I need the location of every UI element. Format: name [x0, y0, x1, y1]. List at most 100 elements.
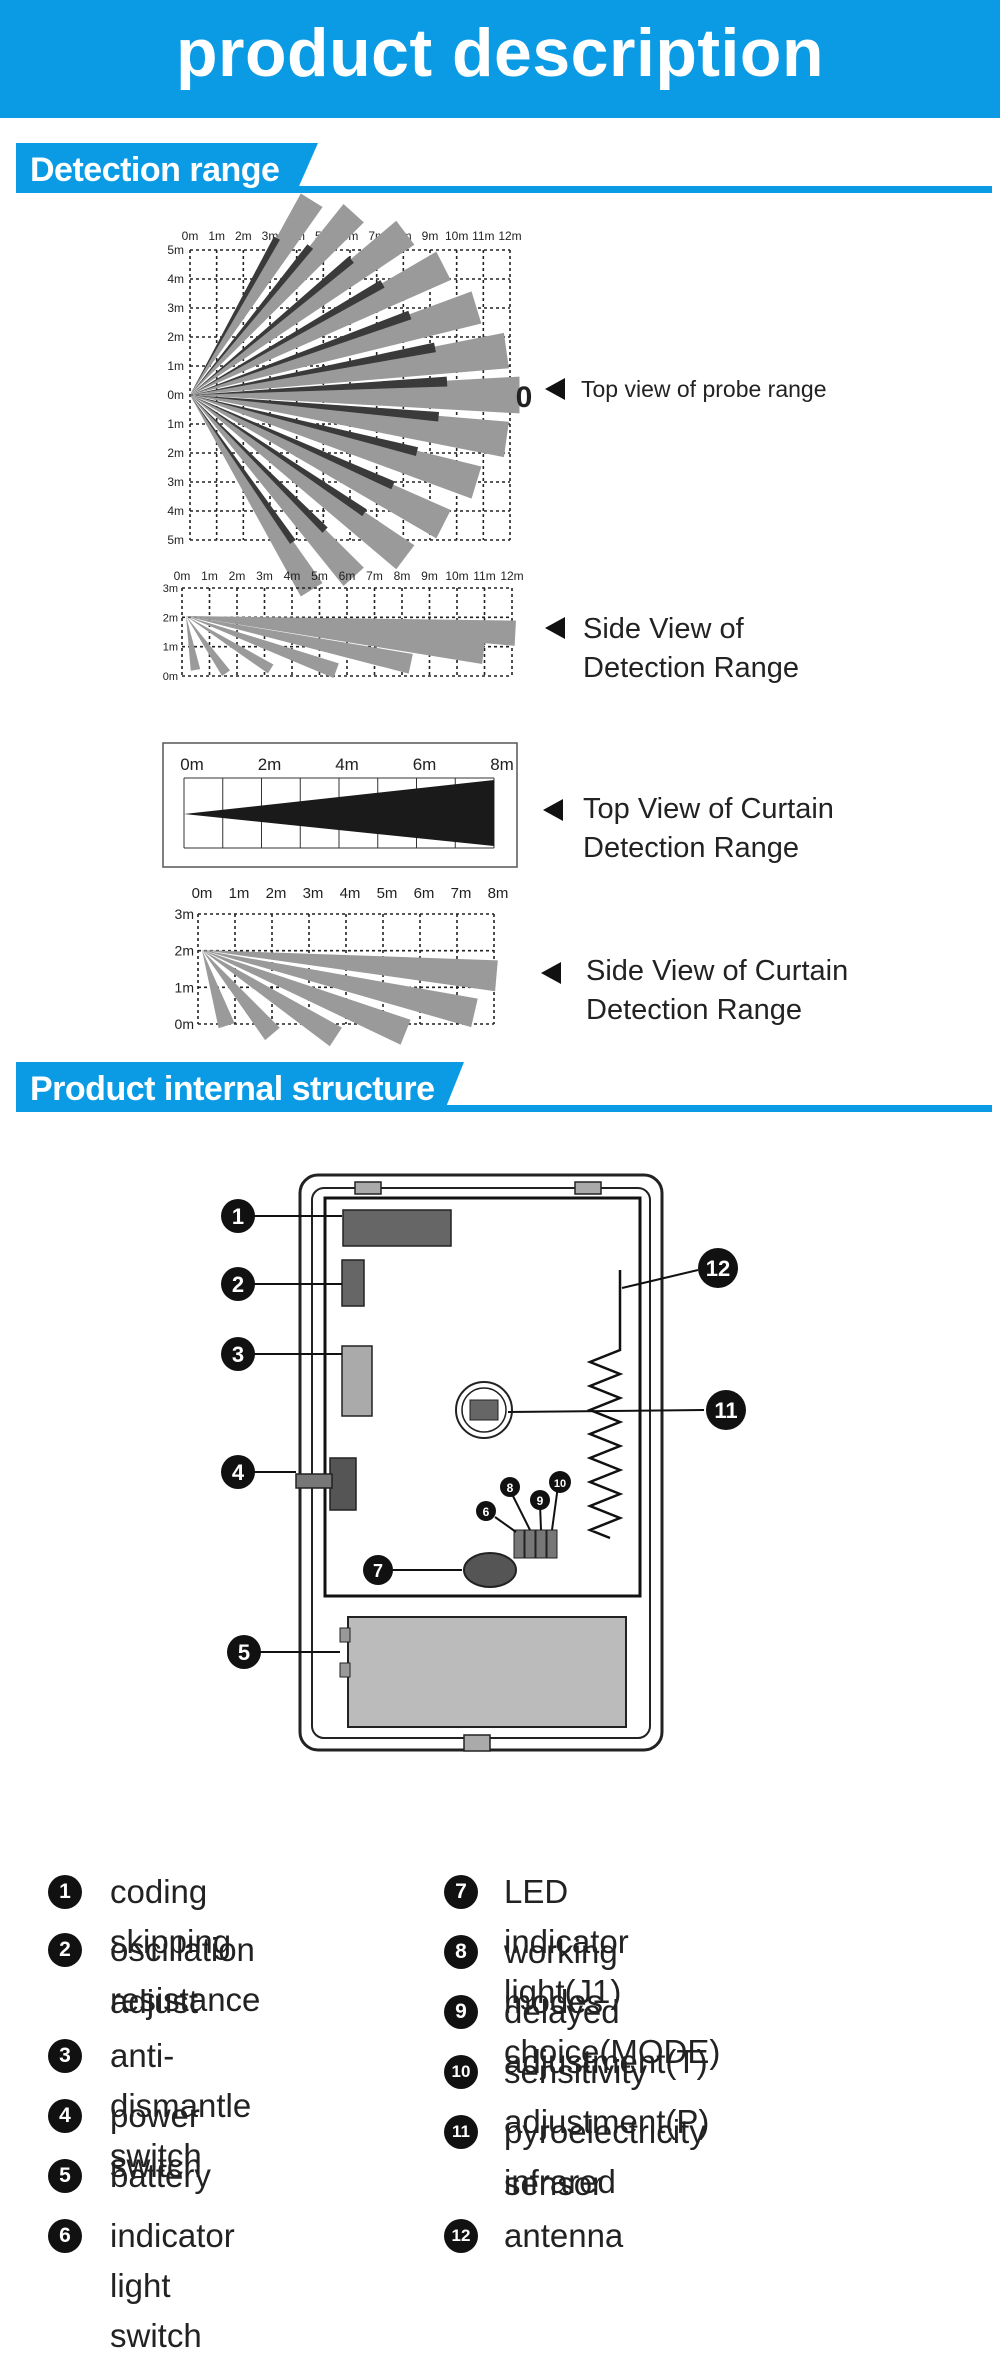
legend-number-11: 11 [444, 2115, 478, 2149]
coding-skipping-component [342, 1209, 452, 1247]
x-tick-label: 5m [377, 885, 398, 902]
detection-beam [190, 395, 509, 458]
legend-text-2: oscillation resistance [110, 1931, 261, 2018]
legend-text-4: power switch [110, 2097, 202, 2184]
x-tick-label: 12m [498, 229, 521, 243]
curtain-beam [184, 780, 494, 846]
top-view-diagram: 0m1m2m3m4m5m6m7m8m9m10m11m12m5m4m3m2m1m0… [160, 193, 532, 597]
detection-beam-inner [190, 310, 412, 395]
legend-text-6: indicator light switch [110, 2217, 235, 2354]
legend-number-8: 8 [444, 1935, 478, 1969]
detection-beam [190, 220, 415, 395]
y-tick-label: 3m [167, 301, 184, 315]
svg-text:10: 10 [554, 1478, 566, 1490]
x-tick-label: 5m [311, 569, 328, 583]
x-tick-label: 3m [303, 885, 324, 902]
detection-beam [190, 395, 323, 597]
curtain-top-label: Top View of Curtain Detection Range [583, 793, 834, 864]
y-tick-label: 0m [175, 1016, 194, 1032]
pointer-arrow-icon [545, 378, 565, 400]
legend-text-9: delayed adjustment(T) [504, 1993, 708, 2080]
y-tick-label: 5m [167, 533, 184, 547]
legend-text-5: battery [110, 2157, 211, 2194]
callout-8: 8 [500, 1477, 520, 1497]
y-tick-label: 1m [167, 417, 184, 431]
y-tick-label: 1m [163, 642, 178, 654]
curtain-side-label: Side View of Curtain Detection Range [586, 955, 849, 1026]
legend-number-1: 1 [48, 1875, 82, 1909]
callout-6: 6 [476, 1501, 496, 1521]
x-tick-label: 0m [180, 755, 204, 774]
legend-number-5: 5 [48, 2159, 82, 2193]
svg-text:3: 3 [232, 1342, 244, 1367]
x-tick-label: 1m [229, 885, 250, 902]
svg-text:1: 1 [232, 1204, 244, 1229]
y-tick-label: 3m [163, 583, 178, 595]
detection-beam-inner [190, 280, 385, 395]
callout-7: 7 [363, 1555, 393, 1585]
anti-dismantle-switch-component [341, 1345, 373, 1417]
legend-number-6: 6 [48, 2219, 82, 2253]
callout-4: 4 [221, 1455, 255, 1489]
svg-text:7: 7 [373, 1561, 383, 1581]
x-tick-label: 4m [335, 755, 359, 774]
pointer-arrow-icon [543, 799, 563, 821]
section-header-structure: Product internal structure [16, 1062, 992, 1120]
power-switch-component [329, 1457, 357, 1511]
x-tick-label: 9m [421, 569, 438, 583]
x-tick-label: 10m [445, 229, 468, 243]
callout-9: 9 [530, 1490, 550, 1510]
legend-text-11: sensor [504, 2165, 604, 2202]
x-tick-label: 8m [490, 755, 514, 774]
y-tick-label: 3m [167, 475, 184, 489]
x-tick-label: 1m [208, 229, 225, 243]
x-tick-label: 11m [472, 229, 494, 243]
svg-text:12: 12 [706, 1256, 730, 1281]
detection-beam-inner [190, 395, 367, 517]
svg-text:11: 11 [714, 1398, 737, 1423]
legend-number-12: 12 [444, 2219, 478, 2253]
y-tick-label: 2m [167, 446, 184, 460]
x-tick-label: 8m [394, 569, 411, 583]
callout-1: 1 [221, 1199, 255, 1233]
detection-beam-inner [190, 395, 296, 544]
x-tick-label: 10m [445, 569, 468, 583]
y-tick-label: 4m [167, 504, 184, 518]
y-tick-label: 4m [167, 272, 184, 286]
detection-beam [190, 251, 451, 395]
callout-5: 5 [227, 1635, 261, 1669]
detection-beam [190, 193, 323, 395]
oscillation-resistance-component [341, 1259, 365, 1307]
detection-beam [186, 616, 201, 671]
y-tick-label: 1m [167, 359, 184, 373]
x-tick-label: 6m [413, 755, 437, 774]
x-tick-label: 8m [488, 885, 509, 902]
x-tick-label: 2m [229, 569, 246, 583]
legend-text-10: sensitivity adjustment(P) [504, 2053, 710, 2140]
x-tick-label: 0m [174, 569, 191, 583]
curtain-detection-beam [202, 950, 411, 1045]
curtain-detection-beam [202, 950, 478, 1028]
y-tick-label: 2m [163, 612, 178, 624]
x-tick-label: 4m [284, 569, 301, 583]
battery-component [347, 1616, 627, 1728]
x-tick-label: 1m [201, 569, 218, 583]
detection-beam-inner [190, 256, 354, 395]
detection-beam [186, 616, 413, 674]
x-tick-label: 12m [500, 569, 523, 583]
callout-10: 10 [549, 1471, 571, 1493]
legend-text-3: anti-dismantle switch [110, 2037, 252, 2174]
svg-text:6: 6 [483, 1505, 490, 1519]
y-tick-label: 1m [175, 979, 194, 995]
detection-beam [186, 616, 274, 674]
internal-structure-diagram: 1 2 3 4 5 6 7 8 9 10 11 12 [200, 1160, 800, 1765]
antenna-component [586, 1270, 624, 1540]
svg-text:2: 2 [232, 1272, 244, 1297]
detection-beam [186, 616, 231, 677]
svg-text:4: 4 [232, 1460, 245, 1485]
legend-number-4: 4 [48, 2099, 82, 2133]
svg-text:9: 9 [537, 1494, 544, 1508]
curtain-detection-beam [202, 950, 342, 1047]
y-tick-label: 0m [167, 388, 184, 402]
